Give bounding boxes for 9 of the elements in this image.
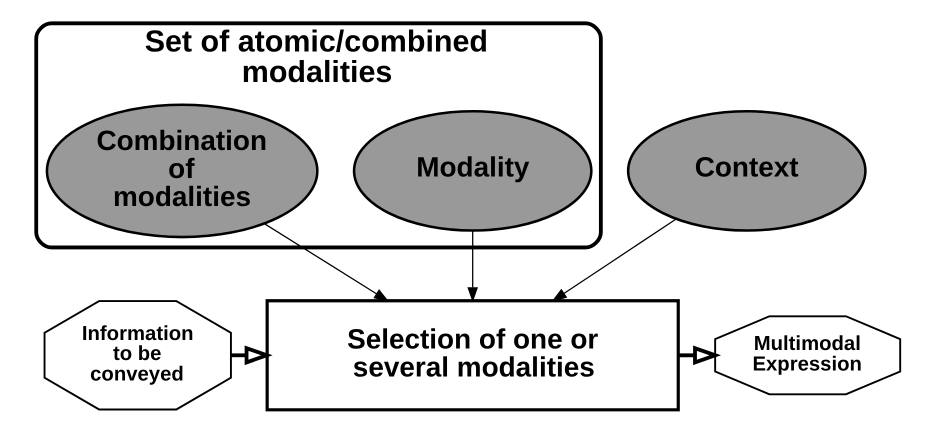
- arrow: [552, 218, 677, 302]
- node-box: Selection of one or several modalities: [266, 299, 680, 412]
- arrow: [467, 230, 478, 302]
- arrow: [264, 223, 390, 302]
- arrow: [230, 346, 273, 366]
- arrow: [678, 346, 722, 366]
- node-ellipse: Combination of modalities: [46, 103, 319, 238]
- node-ellipse: Context: [626, 110, 867, 232]
- node-ellipse: Modality: [352, 110, 593, 232]
